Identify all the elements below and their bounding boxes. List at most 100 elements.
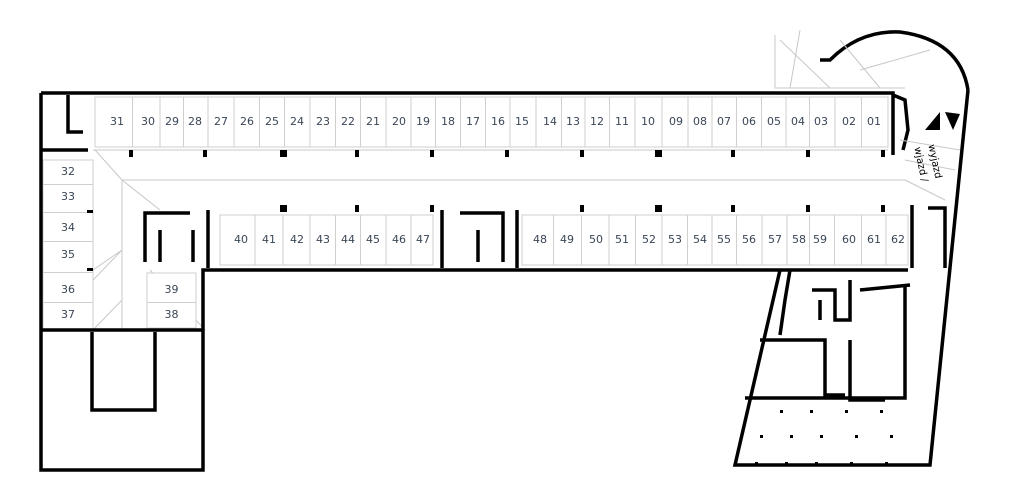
parking-spot[interactable]	[736, 214, 763, 266]
column	[820, 435, 823, 438]
spot-number: 16	[491, 115, 505, 128]
column	[880, 410, 883, 413]
spot-number: 53	[668, 233, 682, 246]
parking-spot[interactable]	[42, 302, 94, 331]
parking-spot[interactable]	[42, 159, 94, 185]
parking-spot[interactable]	[711, 214, 737, 266]
spot-number: 18	[441, 115, 455, 128]
spot-number: 62	[891, 233, 905, 246]
spot-number: 25	[265, 115, 279, 128]
column	[890, 435, 893, 438]
spot-number: 26	[240, 115, 254, 128]
spot-number: 20	[392, 115, 406, 128]
parking-spot[interactable]	[861, 214, 887, 266]
parking-spot[interactable]	[385, 214, 412, 266]
column	[580, 150, 584, 157]
parking-spot[interactable]	[183, 96, 209, 148]
parking-spot[interactable]	[736, 96, 762, 148]
parking-spot[interactable]	[254, 214, 284, 266]
walls	[39, 30, 970, 472]
spot-number: 34	[61, 221, 75, 234]
column	[806, 150, 810, 157]
spot-number: 12	[590, 115, 604, 128]
parking-spot[interactable]	[885, 214, 909, 266]
spot-number: 03	[814, 115, 828, 128]
parking-spot[interactable]	[410, 214, 434, 266]
parking-spot[interactable]	[834, 214, 862, 266]
parking-spot[interactable]	[687, 214, 713, 266]
spot-number: 33	[61, 190, 75, 203]
spot-number: 24	[290, 115, 304, 128]
parking-spot[interactable]	[360, 96, 387, 148]
parking-spot[interactable]	[521, 214, 554, 266]
parking-spot[interactable]	[761, 96, 787, 148]
spot-number: 39	[165, 283, 179, 296]
spot-number: 49	[560, 233, 574, 246]
spot-number: 22	[341, 115, 355, 128]
parking-spot[interactable]	[861, 96, 889, 148]
parking-spot[interactable]	[687, 96, 713, 148]
spot-number: 01	[867, 115, 881, 128]
column	[355, 205, 359, 212]
spot-number: 45	[366, 233, 380, 246]
spot-number: 44	[341, 233, 355, 246]
parking-spot[interactable]	[581, 214, 610, 266]
parking-spot[interactable]	[609, 96, 636, 148]
spot-number: 06	[742, 115, 756, 128]
parking-spot[interactable]	[42, 184, 94, 213]
parking-spot[interactable]	[584, 96, 610, 148]
spot-number: 30	[141, 115, 155, 128]
parking-spot[interactable]	[259, 96, 285, 148]
column	[731, 150, 735, 157]
column	[855, 435, 858, 438]
entry-arrow-icon	[925, 112, 940, 130]
parking-spot[interactable]	[535, 96, 562, 148]
spot-number: 21	[366, 115, 380, 128]
spot-number: 40	[234, 233, 248, 246]
spot-number: 59	[813, 233, 827, 246]
spot-number: 07	[717, 115, 731, 128]
spot-number: 15	[515, 115, 529, 128]
parking-spot[interactable]	[219, 214, 256, 266]
parking-spot[interactable]	[634, 96, 663, 148]
parking-spot[interactable]	[553, 214, 582, 266]
parking-spot[interactable]	[485, 96, 511, 148]
column	[87, 268, 93, 271]
parking-spot[interactable]	[635, 214, 663, 266]
parking-spot[interactable]	[207, 96, 235, 148]
spot-number: 56	[742, 233, 756, 246]
parking-spot[interactable]	[761, 214, 788, 266]
column	[203, 150, 207, 157]
parking-spot[interactable]	[309, 214, 336, 266]
parking-spot[interactable]	[608, 214, 636, 266]
parking-spot[interactable]	[460, 96, 486, 148]
parking-spot[interactable]	[284, 96, 311, 148]
column	[87, 210, 93, 213]
spot-number: 37	[61, 308, 75, 321]
parking-spot[interactable]	[834, 96, 862, 148]
column	[785, 462, 788, 465]
column	[655, 150, 662, 157]
parking-spot[interactable]	[711, 96, 737, 148]
parking-spot[interactable]	[132, 96, 161, 148]
spot-number: 02	[842, 115, 856, 128]
parking-spot[interactable]	[435, 96, 461, 148]
column	[881, 205, 885, 212]
exit-arrow-icon	[945, 112, 960, 130]
column	[815, 462, 818, 465]
parking-spot[interactable]	[94, 96, 133, 148]
parking-spot[interactable]	[309, 96, 336, 148]
spot-number: 57	[768, 233, 782, 246]
spot-number: 28	[188, 115, 202, 128]
spot-number: 60	[842, 233, 856, 246]
parking-spot[interactable]	[335, 214, 361, 266]
column	[655, 205, 662, 212]
parking-spot[interactable]	[233, 96, 260, 148]
parking-spot[interactable]	[146, 302, 197, 329]
parking-spot[interactable]	[809, 96, 836, 148]
parking-spot[interactable]	[42, 272, 94, 303]
parking-spot[interactable]	[385, 96, 412, 148]
spot-number: 13	[566, 115, 580, 128]
spot-number: 08	[693, 115, 707, 128]
